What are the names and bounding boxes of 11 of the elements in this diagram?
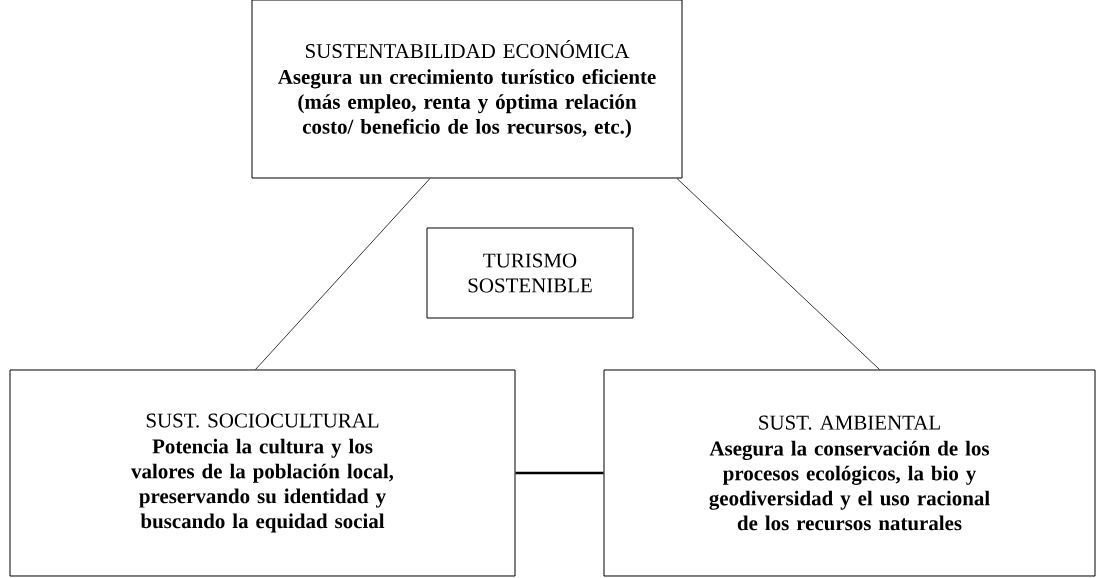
pillar-box (603, 369, 1096, 577)
pillar-box (9, 369, 516, 577)
box-text: SUSTENTABILIDAD ECONÓMICA Asegura un crecimiento turístico eficiente (más empleo, renta y óptima relación costo/ beneficio de los recursos, etc.) (278, 39, 656, 139)
box-text: SUST. AMBIENTAL Asegura la conservación de los procesos ecológicos, la bio y geodiversidad y el uso racional de los recursos naturales (709, 415, 990, 531)
pillar-box (251, 0, 683, 179)
connector-line (676, 178, 880, 370)
box-text: SUST. SOCIOCULTURAL Potencia la cultura y los valores de la población local, preservando su identidad y buscando la equidad social (131, 413, 394, 533)
connector-line (255, 178, 431, 370)
box-text: TURISMO SOSTENIBLE (468, 253, 592, 293)
connector-line (515, 471, 604, 475)
center-box (426, 227, 634, 319)
